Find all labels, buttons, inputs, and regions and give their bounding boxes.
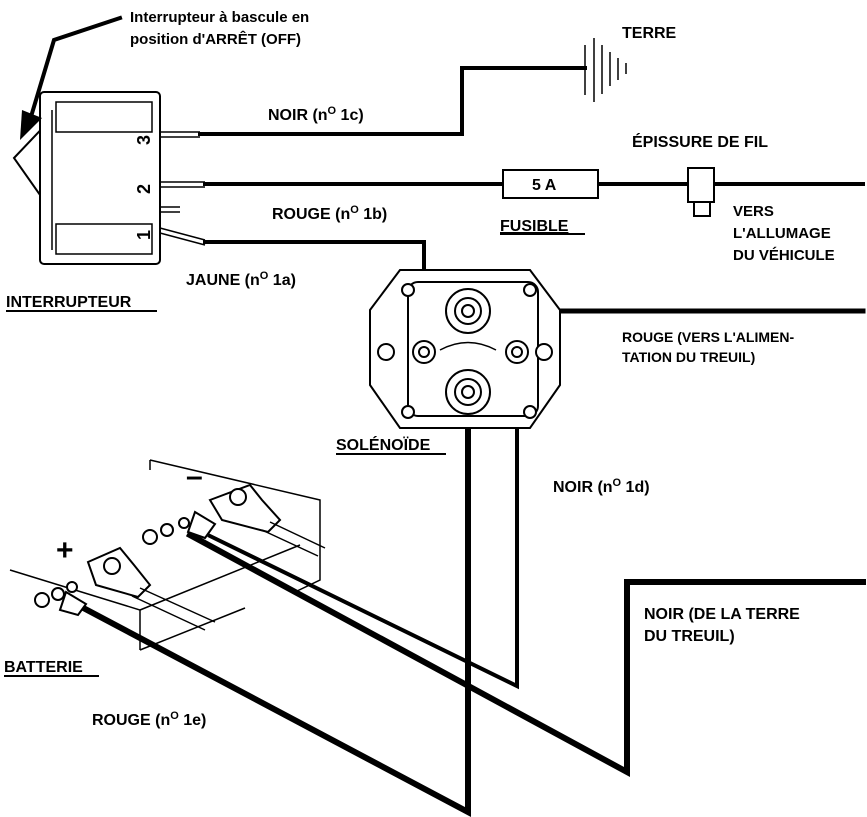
switch-pin-2: 2 — [134, 184, 154, 194]
switch-label: INTERRUPTEUR — [6, 294, 132, 311]
red-1b-label: ROUGE (nO 1b) — [272, 204, 387, 223]
terminal-negative-mark: – — [186, 460, 203, 493]
red-1e-label: ROUGE (nO 1e) — [92, 710, 206, 729]
pointer-arrow-icon — [20, 15, 123, 140]
red-winch-line1: ROUGE (VERS L'ALIMEN- — [622, 329, 794, 345]
red-winch-line2: TATION DU TREUIL) — [622, 349, 755, 365]
wire-red-1e — [69, 389, 471, 817]
black-winch-line1: NOIR (DE LA TERRE — [644, 606, 800, 623]
ignition-line1: VERS — [733, 203, 774, 220]
solenoid-label: SOLÉNOÏDE — [336, 435, 431, 454]
solenoid-icon — [369, 269, 561, 429]
fuse-label: FUSIBLE — [500, 218, 569, 235]
black-1c-label: NOIR (nO 1c) — [268, 105, 364, 124]
switch-note-line1: Interrupteur à bascule en — [130, 9, 309, 26]
switch-icon — [12, 91, 206, 265]
ignition-line3: DU VÉHICULE — [733, 247, 835, 264]
switch-pin-1: 1 — [134, 230, 154, 240]
wire-black-1d — [207, 350, 519, 690]
black-winch-line2: DU TREUIL) — [644, 628, 735, 645]
switch-pin-3: 3 — [134, 135, 154, 145]
fuse-value: 5 A — [532, 177, 557, 194]
wires — [69, 66, 866, 817]
splice-label: ÉPISSURE DE FIL — [632, 132, 768, 151]
fuse-icon — [502, 169, 599, 199]
switch-note-line2: position d'ARRÊT (OFF) — [130, 30, 301, 48]
ground-icon — [584, 38, 627, 102]
wire-black-winch-ground — [185, 530, 866, 778]
black-1d-label: NOIR (nO 1d) — [553, 477, 650, 496]
ground-label: TERRE — [622, 25, 677, 42]
wire-black-1c — [198, 66, 587, 136]
yellow-1a-label: JAUNE (nO 1a) — [186, 270, 296, 289]
battery-label: BATTERIE — [4, 659, 83, 676]
battery-icon — [9, 459, 326, 651]
splice-icon — [687, 167, 715, 217]
ignition-line2: L'ALLUMAGE — [733, 225, 831, 242]
terminal-positive-mark: + — [56, 534, 74, 567]
